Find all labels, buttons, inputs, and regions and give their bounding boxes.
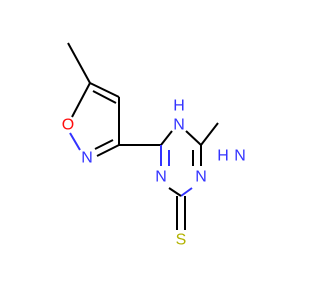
oxygen-atom-label: O <box>62 117 74 134</box>
bond-c3-n2-double <box>94 139 114 150</box>
bond-n2-o1 <box>69 132 81 151</box>
triazine-nitrogen-label: N <box>195 169 207 186</box>
structure-diagram: O N H N H N N N S <box>62 42 246 249</box>
ring-nitrogen-label: N <box>81 150 93 167</box>
bond-c3-n2 <box>96 144 120 157</box>
molecule-canvas: O N H N H N N N S <box>61 42 246 249</box>
nh-hydrogen-label: H <box>173 98 185 115</box>
bond-nh-c6 <box>185 130 202 146</box>
bond-c5-c4 <box>89 82 120 98</box>
triazine-nitrogen-label: N <box>155 169 167 186</box>
bond-c5-c4-double <box>92 90 117 104</box>
nh-nitrogen-label: N <box>173 117 185 134</box>
sulfur-atom-label: S <box>176 232 187 249</box>
amine-nitrogen-label: N <box>234 148 246 165</box>
bond-n1-c2 <box>180 187 193 197</box>
bond-c4-nh <box>160 130 173 146</box>
bond-methyl-c5 <box>67 42 91 84</box>
bond-c6-nh2 <box>200 122 219 146</box>
amine-hydrogen-label: H <box>217 148 229 165</box>
bond-o1-c5 <box>71 82 91 118</box>
bond-c2-n3 <box>168 187 182 197</box>
